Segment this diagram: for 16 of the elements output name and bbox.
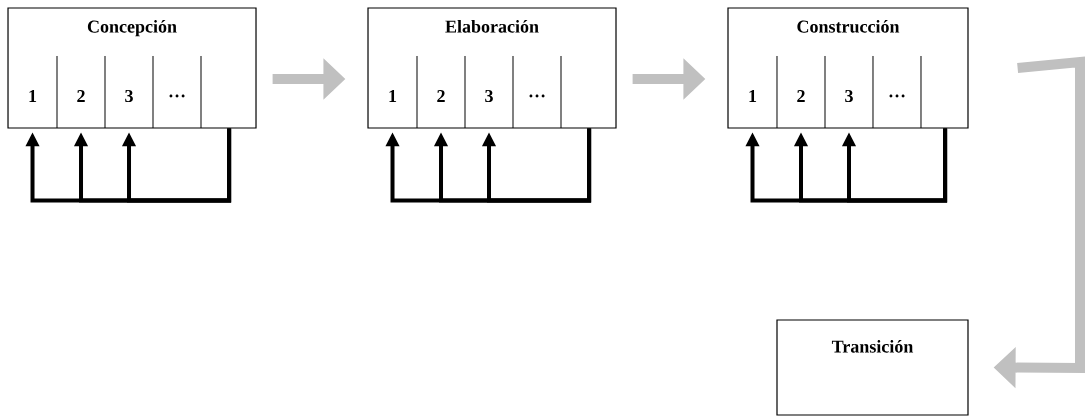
cell-number: 2 — [77, 90, 85, 102]
cell-number: 1 — [29, 90, 37, 102]
arrow — [841, 128, 948, 203]
cell-number: … — [529, 94, 545, 98]
cell-number: 1 — [749, 90, 757, 102]
cell-number: 2 — [797, 90, 805, 102]
cell-number: 3 — [845, 89, 853, 103]
cell-number: 3 — [485, 89, 493, 103]
cell-number: 1 — [389, 90, 397, 102]
cell-number: … — [169, 94, 185, 98]
cell-number: 3 — [125, 89, 133, 103]
arrow — [481, 128, 592, 203]
arrow — [121, 128, 232, 203]
cell-number: … — [889, 94, 905, 98]
cell-number: 2 — [437, 90, 445, 102]
phase-box: Transición — [776, 319, 969, 416]
